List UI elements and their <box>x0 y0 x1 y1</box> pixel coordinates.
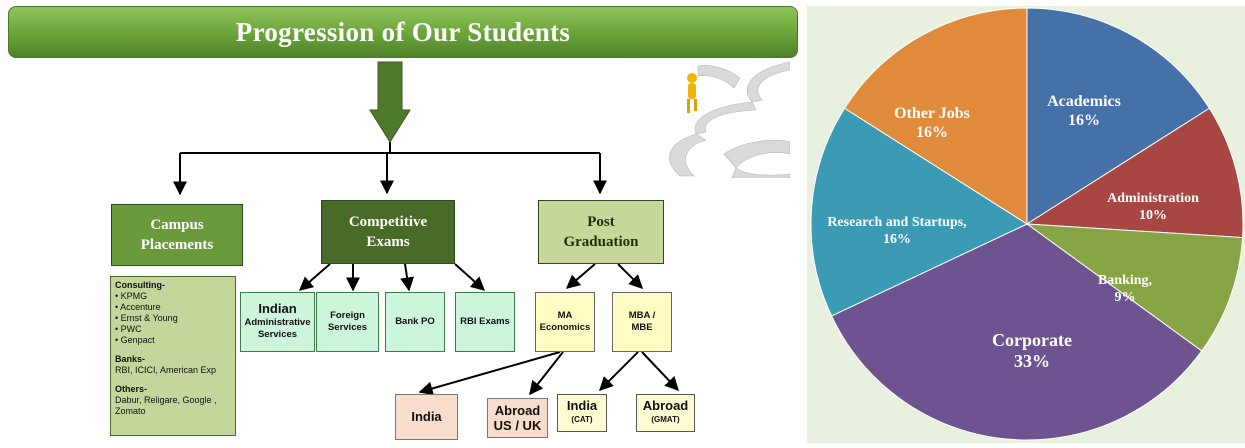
abroad-gmat-line1: Abroad <box>642 398 689 413</box>
pie-value-label: 16% <box>1068 112 1100 129</box>
pie-label: Academics <box>1047 93 1121 110</box>
consulting-item: • Ernst & Young <box>115 313 178 323</box>
progression-diagram: Progression of Our Students <box>8 6 798 440</box>
competitive-label-line1: Competitive <box>348 214 428 230</box>
pie-slice-research-and-startups <box>810 107 1029 317</box>
india-cat-box: India (CAT) <box>557 394 607 432</box>
pie-slice-corporate <box>830 223 1203 441</box>
person-figure <box>687 73 697 113</box>
pie-slice-administration <box>1025 107 1244 239</box>
campus-label-line1: Campus <box>150 217 204 233</box>
ma-line1: MA <box>557 310 573 321</box>
ias-line1: Indian <box>258 301 297 316</box>
pie-label: Research and Startups, <box>827 215 966 230</box>
others-line2: Zomato <box>115 406 146 416</box>
foreign-line2: Services <box>327 322 368 333</box>
pie-chart: Academics 16% Administration 10% Banking, 9% C… <box>810 7 1244 441</box>
pie-value-label: 16% <box>916 124 948 141</box>
pie-slice-banking <box>1025 223 1244 352</box>
others-line1: Dabur, Religare, Google , <box>115 395 217 405</box>
bank-po-box: Bank PO <box>385 292 445 352</box>
abroad-gmat-box: Abroad (GMAT) <box>636 394 695 432</box>
banks-list: RBI, ICICI, American Exp <box>115 365 217 375</box>
consulting-item: • Accenture <box>115 302 161 312</box>
abroad-gmat-line2: (GMAT) <box>651 415 680 424</box>
consulting-item: • Genpact <box>115 335 155 345</box>
staircase-illustration <box>669 61 790 178</box>
pie-label: Other Jobs <box>894 105 970 122</box>
india-cat-line2: (CAT) <box>571 415 593 424</box>
india-box: India <box>395 394 458 440</box>
ias-line3: Services <box>257 329 298 340</box>
ma-line2: Economics <box>539 322 591 333</box>
abroad-line1: Abroad <box>494 403 541 418</box>
consulting-heading: Consulting- <box>115 280 165 290</box>
placements-list: Consulting- • KPMG • Accenture • Ernst &… <box>110 276 236 436</box>
pie-value-label: 16% <box>883 232 911 247</box>
pie-label: Administration <box>1107 191 1199 206</box>
pie-chart-panel: Academics 16% Administration 10% Banking, 9% C… <box>807 6 1245 443</box>
diagram-title: Progression of Our Students <box>8 6 798 58</box>
mba-mbe-box: MBA /MBE <box>612 292 672 352</box>
foreign-line1: Foreign <box>330 310 365 321</box>
pie-slice-other-jobs <box>843 7 1028 225</box>
pie-value-label: 33% <box>1014 351 1050 371</box>
rbi-exams-box: RBI Exams <box>455 292 515 352</box>
ias-line2: Administrative <box>244 317 311 328</box>
consulting-item: • KPMG <box>115 291 148 301</box>
mba-line1: MBA / <box>628 310 656 321</box>
others-heading: Others- <box>115 384 148 394</box>
consulting-item: • PWC <box>115 324 142 334</box>
competitive-label-line2: Exams <box>366 234 410 250</box>
pie-label: Corporate <box>992 330 1072 350</box>
pie-value-label: 9% <box>1115 290 1136 305</box>
post-label-line1: Post <box>587 214 615 230</box>
connector-lines <box>173 61 679 396</box>
pie-value-label: 10% <box>1139 208 1167 223</box>
campus-label-line2: Placements <box>140 237 214 253</box>
abroad-line2: US / UK <box>493 418 542 433</box>
post-label-line2: Graduation <box>563 234 639 250</box>
banks-heading: Banks- <box>115 354 146 364</box>
pie-slice-academics <box>1026 7 1211 225</box>
big-down-arrow <box>369 61 411 143</box>
pie-label: Banking, <box>1098 273 1152 288</box>
india-cat-line1: India <box>566 398 598 413</box>
mba-line2: MBE <box>631 322 653 333</box>
